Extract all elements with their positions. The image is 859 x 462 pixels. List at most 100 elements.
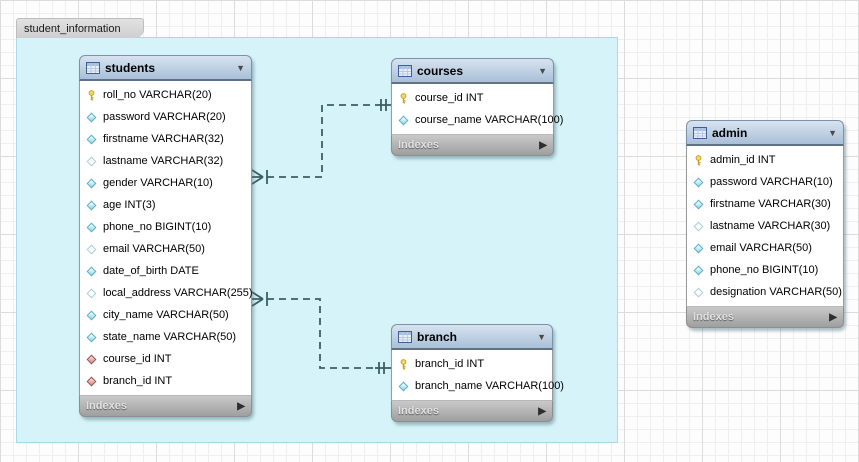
column-text: date_of_birth DATE: [103, 265, 199, 277]
column-diamond-icon: [398, 115, 409, 125]
primary-key-icon: [398, 358, 409, 370]
column-diamond-nullable-icon: [86, 288, 97, 298]
column-row[interactable]: firstname VARCHAR(30): [687, 193, 843, 215]
indexes-bar[interactable]: Indexes ▶: [79, 395, 252, 417]
column-row[interactable]: local_address VARCHAR(255): [80, 282, 253, 304]
column-row[interactable]: password VARCHAR(20): [80, 106, 251, 128]
column-row[interactable]: phone_no BIGINT(10): [80, 216, 251, 238]
table-branch[interactable]: branch ▼ branch_id INT branch_name VARCH…: [391, 324, 564, 422]
column-diamond-nullable-icon: [693, 221, 704, 231]
table-title: students: [105, 60, 156, 75]
column-text: age INT(3): [103, 199, 156, 211]
column-text: course_id INT: [415, 92, 484, 104]
indexes-label: Indexes: [693, 311, 734, 323]
column-diamond-icon: [86, 222, 97, 232]
foreign-key-diamond-icon: [86, 354, 97, 364]
primary-key-icon: [693, 154, 704, 166]
table-icon: [398, 64, 412, 77]
column-text: city_name VARCHAR(50): [103, 309, 229, 321]
column-text: password VARCHAR(10): [710, 176, 833, 188]
table-icon: [398, 330, 412, 343]
column-row[interactable]: lastname VARCHAR(32): [80, 150, 251, 172]
column-text: lastname VARCHAR(30): [710, 220, 831, 232]
column-row[interactable]: designation VARCHAR(50): [687, 281, 843, 303]
column-row[interactable]: gender VARCHAR(10): [80, 172, 251, 194]
column-diamond-icon: [86, 178, 97, 188]
table-title: admin: [712, 125, 748, 140]
column-row[interactable]: email VARCHAR(50): [687, 237, 843, 259]
table-title: courses: [417, 63, 464, 78]
column-row[interactable]: state_name VARCHAR(50): [80, 326, 251, 348]
column-text: gender VARCHAR(10): [103, 177, 213, 189]
column-row[interactable]: roll_no VARCHAR(20): [80, 84, 251, 106]
column-text: admin_id INT: [710, 154, 776, 166]
column-diamond-icon: [86, 200, 97, 210]
column-row[interactable]: password VARCHAR(10): [687, 171, 843, 193]
column-text: local_address VARCHAR(255): [103, 287, 253, 299]
column-text: firstname VARCHAR(30): [710, 198, 831, 210]
column-row[interactable]: branch_id INT: [80, 370, 251, 392]
column-row[interactable]: phone_no BIGINT(10): [687, 259, 843, 281]
column-diamond-icon: [693, 199, 704, 209]
table-icon: [86, 61, 100, 74]
table-admin[interactable]: admin ▼ admin_id INT password VARCHAR(10…: [686, 120, 844, 328]
column-row[interactable]: course_id INT: [80, 348, 251, 370]
indexes-label: Indexes: [398, 405, 439, 417]
table-header[interactable]: admin ▼: [686, 120, 844, 146]
column-text: phone_no BIGINT(10): [103, 221, 212, 233]
column-row[interactable]: branch_id INT: [392, 353, 552, 375]
column-text: email VARCHAR(50): [710, 242, 812, 254]
column-row[interactable]: date_of_birth DATE: [80, 260, 251, 282]
column-list: course_id INT course_name VARCHAR(100): [391, 84, 563, 134]
collapse-arrow-icon[interactable]: ▼: [828, 127, 837, 138]
expand-arrow-icon[interactable]: ▶: [538, 405, 546, 417]
column-row[interactable]: firstname VARCHAR(32): [80, 128, 251, 150]
column-row[interactable]: lastname VARCHAR(30): [687, 215, 843, 237]
indexes-label: Indexes: [398, 139, 439, 151]
indexes-bar[interactable]: Indexes ▶: [391, 134, 554, 156]
foreign-key-diamond-icon: [86, 376, 97, 386]
column-row[interactable]: course_name VARCHAR(100): [392, 109, 563, 131]
table-icon: [693, 126, 707, 139]
table-header[interactable]: branch ▼: [391, 324, 553, 350]
expand-arrow-icon[interactable]: ▶: [237, 400, 245, 412]
table-students[interactable]: students ▼ roll_no VARCHAR(20) password …: [79, 55, 253, 417]
indexes-bar[interactable]: Indexes ▶: [391, 400, 553, 422]
column-diamond-icon: [693, 265, 704, 275]
schema-layer-tab[interactable]: student_information: [16, 18, 144, 38]
column-row[interactable]: age INT(3): [80, 194, 251, 216]
column-diamond-icon: [693, 177, 704, 187]
column-text: firstname VARCHAR(32): [103, 133, 224, 145]
collapse-arrow-icon[interactable]: ▼: [236, 62, 245, 73]
column-list: branch_id INT branch_name VARCHAR(100): [391, 350, 564, 400]
column-list: admin_id INT password VARCHAR(10) firstn…: [686, 146, 844, 306]
column-text: course_name VARCHAR(100): [415, 114, 564, 126]
column-text: branch_name VARCHAR(100): [415, 380, 564, 392]
column-text: branch_id INT: [415, 358, 485, 370]
column-text: state_name VARCHAR(50): [103, 331, 237, 343]
table-header[interactable]: students ▼: [79, 55, 252, 81]
column-list: roll_no VARCHAR(20) password VARCHAR(20)…: [79, 81, 253, 395]
indexes-bar[interactable]: Indexes ▶: [686, 306, 844, 328]
expand-arrow-icon[interactable]: ▶: [539, 139, 547, 151]
primary-key-icon: [398, 92, 409, 104]
column-diamond-icon: [86, 332, 97, 342]
column-row[interactable]: city_name VARCHAR(50): [80, 304, 251, 326]
column-text: phone_no BIGINT(10): [710, 264, 819, 276]
column-text: course_id INT: [103, 353, 172, 365]
column-row[interactable]: course_id INT: [392, 87, 553, 109]
table-title: branch: [417, 329, 458, 344]
column-text: email VARCHAR(50): [103, 243, 205, 255]
table-courses[interactable]: courses ▼ course_id INT course_name VARC…: [391, 58, 563, 156]
indexes-label: Indexes: [86, 400, 127, 412]
column-row[interactable]: admin_id INT: [687, 149, 843, 171]
collapse-arrow-icon[interactable]: ▼: [537, 331, 546, 342]
column-diamond-icon: [693, 243, 704, 253]
column-row[interactable]: branch_name VARCHAR(100): [392, 375, 564, 397]
table-header[interactable]: courses ▼: [391, 58, 554, 84]
column-row[interactable]: email VARCHAR(50): [80, 238, 251, 260]
column-diamond-icon: [86, 266, 97, 276]
expand-arrow-icon[interactable]: ▶: [829, 311, 837, 323]
collapse-arrow-icon[interactable]: ▼: [538, 65, 547, 76]
